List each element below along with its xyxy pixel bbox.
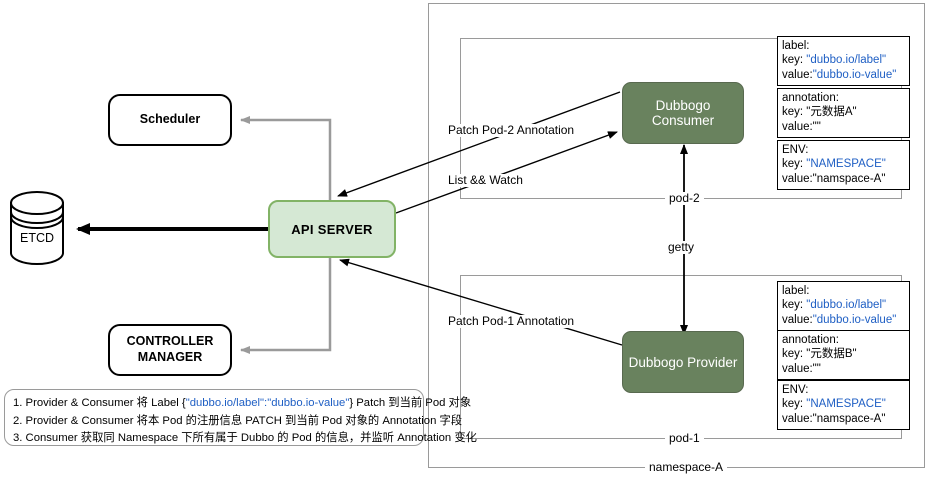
node-api-server-label: API SERVER [291, 221, 373, 237]
node-controller-manager[interactable]: CONTROLLER MANAGER [108, 324, 232, 376]
info-box-pod1-env: ENV:key: "NAMESPACE"value:"namspace-A" [777, 380, 910, 430]
edge-label-patch-pod2: Patch Pod-2 Annotation [446, 123, 577, 138]
info-box-pod1-label: label:key: "dubbo.io/label"value:"dubbo.… [777, 281, 910, 331]
node-controller-manager-label-line2: MANAGER [137, 350, 203, 364]
edge-label-list-watch: List && Watch [446, 173, 525, 188]
info-box-pod2-label: label:key: "dubbo.io/label"value:"dubbo.… [777, 36, 910, 86]
container-label-pod2: pod-2 [665, 191, 704, 206]
edge-apiserver-list-watch [395, 131, 618, 214]
node-dubbogo-provider-label: Dubbogo Provider [628, 354, 738, 370]
info-box-pod2-env: ENV:key: "NAMESPACE"value:"namspace-A" [777, 140, 910, 190]
edge-apiserver-to-scheduler [240, 116, 332, 200]
info-box-pod2-annotation: annotation:key: "元数据A"value:"" [777, 88, 910, 138]
legend-notes: 1. Provider & Consumer 将 Label {"dubbo.i… [4, 389, 477, 446]
node-dubbogo-consumer[interactable]: Dubbogo Consumer [622, 82, 744, 144]
node-dubbogo-provider[interactable]: Dubbogo Provider [622, 331, 744, 393]
node-api-server[interactable]: API SERVER [268, 200, 396, 258]
node-scheduler[interactable]: Scheduler [108, 94, 232, 146]
edge-consumer-patch-pod2 [337, 91, 621, 197]
etcd-cylinder [10, 191, 64, 265]
node-controller-manager-label-line1: CONTROLLER [126, 334, 214, 349]
node-etcd-label: ETCD [19, 231, 55, 245]
node-scheduler-label: Scheduler [139, 112, 201, 127]
container-label-pod1: pod-1 [665, 431, 704, 446]
edge-apiserver-to-controller-manager [240, 258, 332, 354]
edge-label-getty: getty [666, 240, 697, 255]
edge-provider-patch-pod1 [339, 258, 623, 346]
container-label-namespace: namespace-A [645, 460, 728, 475]
node-dubbogo-consumer-label: Dubbogo Consumer [651, 98, 715, 128]
info-box-pod1-annotation: annotation:key: "元数据B"value:"" [777, 330, 910, 380]
edge-label-patch-pod1: Patch Pod-1 Annotation [446, 314, 577, 329]
